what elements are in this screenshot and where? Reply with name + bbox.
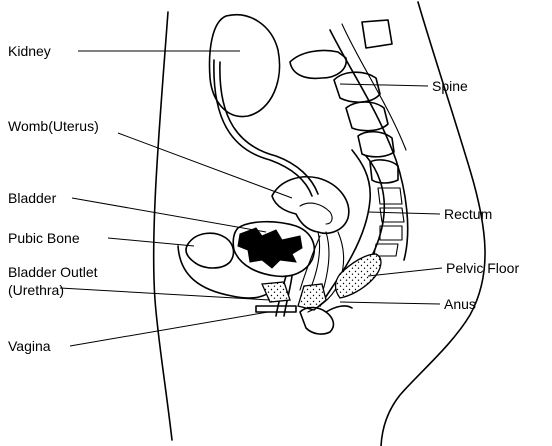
bladder-leader xyxy=(72,198,266,232)
label-rectum: Rectum xyxy=(444,206,492,222)
body-outline xyxy=(154,2,485,446)
label-urethra: (Urethra) xyxy=(8,282,64,298)
bladder-outlet-leader xyxy=(60,288,270,300)
label-pelvic-floor: Pelvic Floor xyxy=(446,260,519,276)
spine xyxy=(290,20,408,260)
label-womb: Womb(Uterus) xyxy=(8,118,99,134)
label-kidney: Kidney xyxy=(8,43,51,59)
pelvic-floor xyxy=(262,254,381,310)
womb-leader xyxy=(118,133,292,198)
label-pubic-bone: Pubic Bone xyxy=(8,230,80,246)
label-vagina: Vagina xyxy=(8,338,51,354)
anus-leader xyxy=(340,302,440,304)
kidney xyxy=(210,15,318,196)
label-bladder: Bladder xyxy=(8,190,56,206)
pubic-bone-leader xyxy=(108,238,194,246)
vagina-leader xyxy=(70,312,268,346)
label-bladder-outlet: Bladder Outlet xyxy=(8,264,98,280)
label-anus: Anus xyxy=(444,296,476,312)
spine-leader xyxy=(340,84,428,86)
label-spine: Spine xyxy=(432,78,468,94)
perineum xyxy=(256,306,352,334)
rectum-leader xyxy=(368,212,440,214)
